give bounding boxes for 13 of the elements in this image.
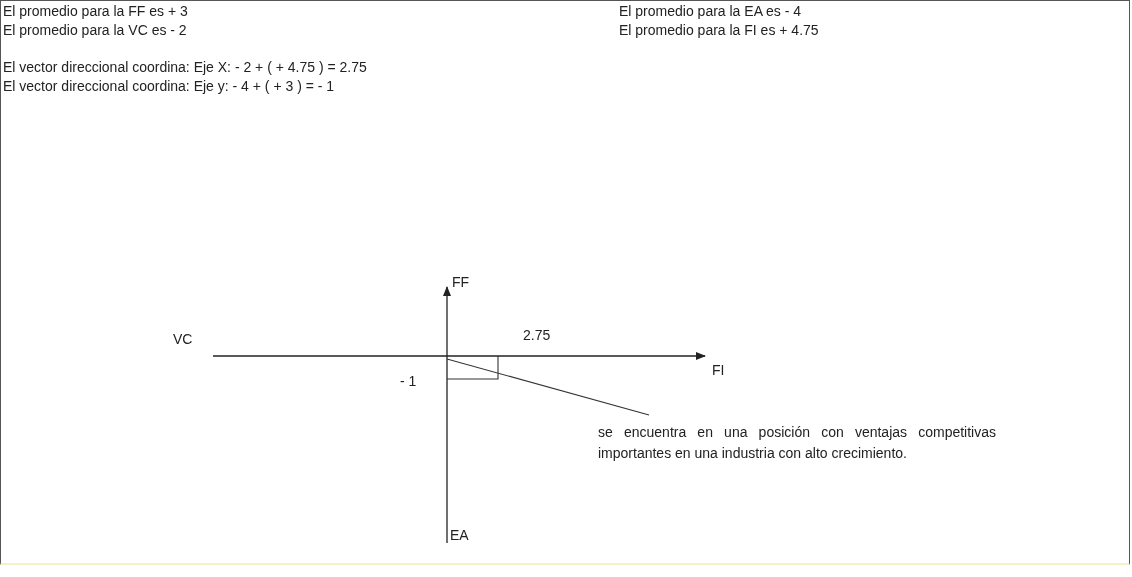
- statement-text: El promedio para la VC es - 2: [3, 22, 187, 39]
- statement-text: El promedio para la FI es + 4.75: [619, 22, 819, 39]
- statement-text: El promedio para la FF es + 3: [3, 3, 188, 20]
- tick-label: 2.75: [523, 327, 551, 344]
- axis-label: EA: [450, 527, 469, 544]
- statement-text: El vector direccional coordina: Eje y: - 4 + ( + 3 ) = - 1: [3, 78, 335, 95]
- statement-text: El promedio para la EA es - 4: [619, 3, 802, 20]
- axis-label: FF: [452, 274, 470, 291]
- tick-label: - 1: [400, 373, 417, 390]
- statement-text: El vector direccional coordina: Eje X: - 2 + ( + 4.75 ) = 2.75: [3, 59, 367, 76]
- note-text: se encuentra en una posición con ventajas competitivas importantes en una industria con alto crecimiento.: [598, 423, 996, 463]
- axis-label: FI: [712, 362, 725, 379]
- axis-label: VC: [173, 331, 193, 348]
